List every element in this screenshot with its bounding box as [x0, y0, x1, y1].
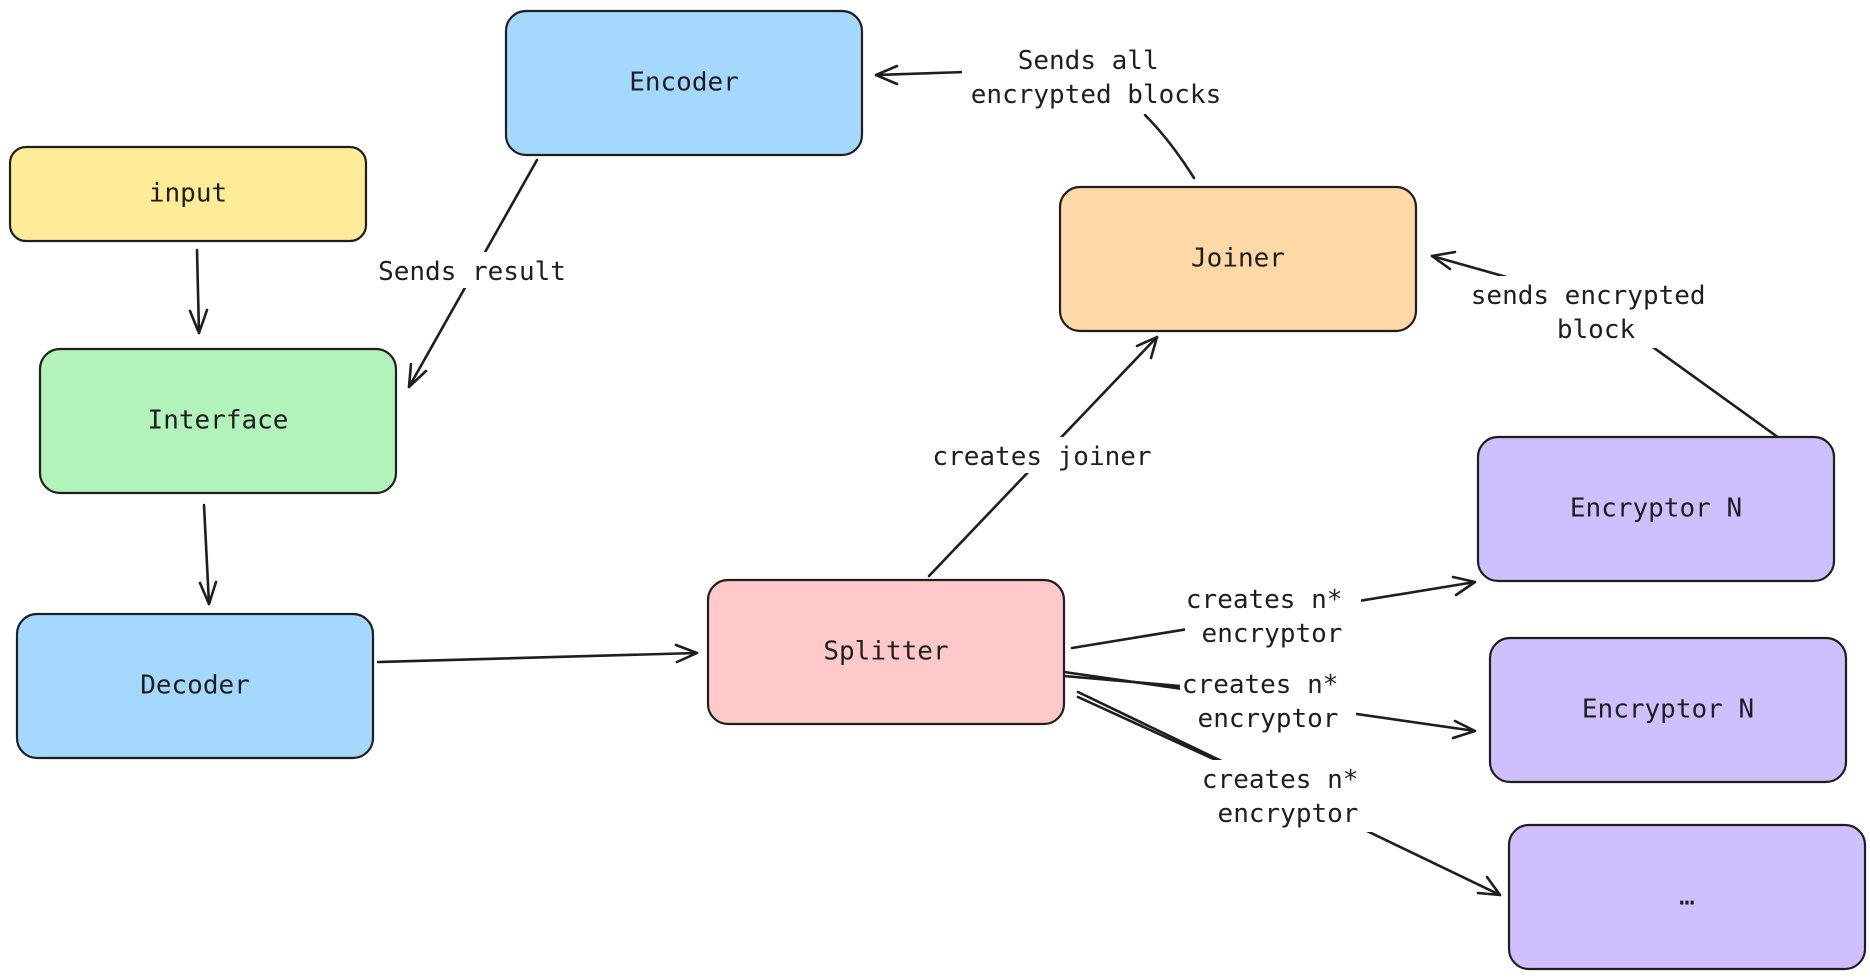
node-encryptor-more[interactable]: …: [1507, 823, 1867, 971]
label-encoder-to-interface: Sends result: [370, 252, 575, 288]
node-joiner-label: Joiner: [1191, 244, 1285, 274]
node-input-label: input: [149, 179, 227, 209]
svg-text:creates joiner: creates joiner: [932, 442, 1151, 472]
node-input[interactable]: input: [8, 145, 368, 243]
label-line: encryptor: [1202, 619, 1343, 649]
label-line: encryptor: [1198, 704, 1339, 734]
label-splitter-to-encryptor-more: creates n* encryptor: [1200, 760, 1376, 832]
edge-input-to-interface: [188, 248, 209, 335]
node-encoder-label: Encoder: [629, 68, 739, 98]
label-joiner-to-encoder: Sends all encrypted blocks: [962, 42, 1230, 114]
label-encryptor-to-joiner: sends encrypted block: [1468, 276, 1724, 348]
svg-text:creates n* encryptor: creates n* encryptor: [1182, 670, 1354, 734]
label-line: sends encrypted: [1471, 281, 1706, 311]
label-line: encrypted blocks: [971, 80, 1221, 110]
svg-text:creates n* encryptor: creates n* encryptor: [1202, 765, 1374, 829]
svg-text:Sends all encrypted bl: Sends all encrypted blocks: [971, 46, 1221, 110]
node-encryptor-1-label: Encryptor N: [1570, 494, 1742, 524]
label-line: creates n*: [1202, 765, 1359, 795]
label-splitter-to-encryptor-2: creates n* encryptor: [1180, 666, 1356, 738]
label-line: creates n*: [1186, 585, 1343, 615]
svg-text:creates n* encryptor: creates n* encryptor: [1186, 585, 1358, 649]
node-encryptor-1[interactable]: Encryptor N: [1476, 435, 1836, 583]
node-encoder[interactable]: Encoder: [504, 9, 864, 157]
edge-interface-to-decoder: [198, 503, 218, 606]
node-splitter[interactable]: Splitter: [706, 578, 1066, 726]
svg-text:sends encrypted block: sends encrypted block: [1471, 281, 1721, 345]
svg-text:Sends result: Sends result: [378, 257, 566, 287]
node-joiner[interactable]: Joiner: [1058, 185, 1418, 333]
node-interface[interactable]: Interface: [38, 347, 398, 495]
label-line: creates joiner: [932, 442, 1151, 472]
node-decoder-label: Decoder: [140, 671, 250, 701]
edge-decoder-to-splitter: [376, 643, 699, 664]
label-line: creates n*: [1182, 670, 1339, 700]
node-decoder[interactable]: Decoder: [15, 612, 375, 760]
label-line: Sends all: [1018, 46, 1159, 76]
label-line: Sends result: [378, 257, 566, 287]
node-interface-label: Interface: [148, 406, 289, 436]
node-encryptor-2[interactable]: Encryptor N: [1488, 636, 1848, 784]
label-line: block: [1557, 315, 1636, 345]
node-splitter-label: Splitter: [823, 637, 948, 667]
node-encryptor-2-label: Encryptor N: [1582, 695, 1754, 725]
label-line: encryptor: [1218, 799, 1359, 829]
edge-joiner-to-encoder: [874, 64, 1196, 180]
label-splitter-to-encryptor-1: creates n* encryptor: [1185, 580, 1361, 652]
label-splitter-to-joiner: creates joiner: [920, 437, 1164, 473]
node-encryptor-more-label: …: [1679, 882, 1695, 912]
edge-encryptor-to-joiner: [1430, 250, 1781, 440]
